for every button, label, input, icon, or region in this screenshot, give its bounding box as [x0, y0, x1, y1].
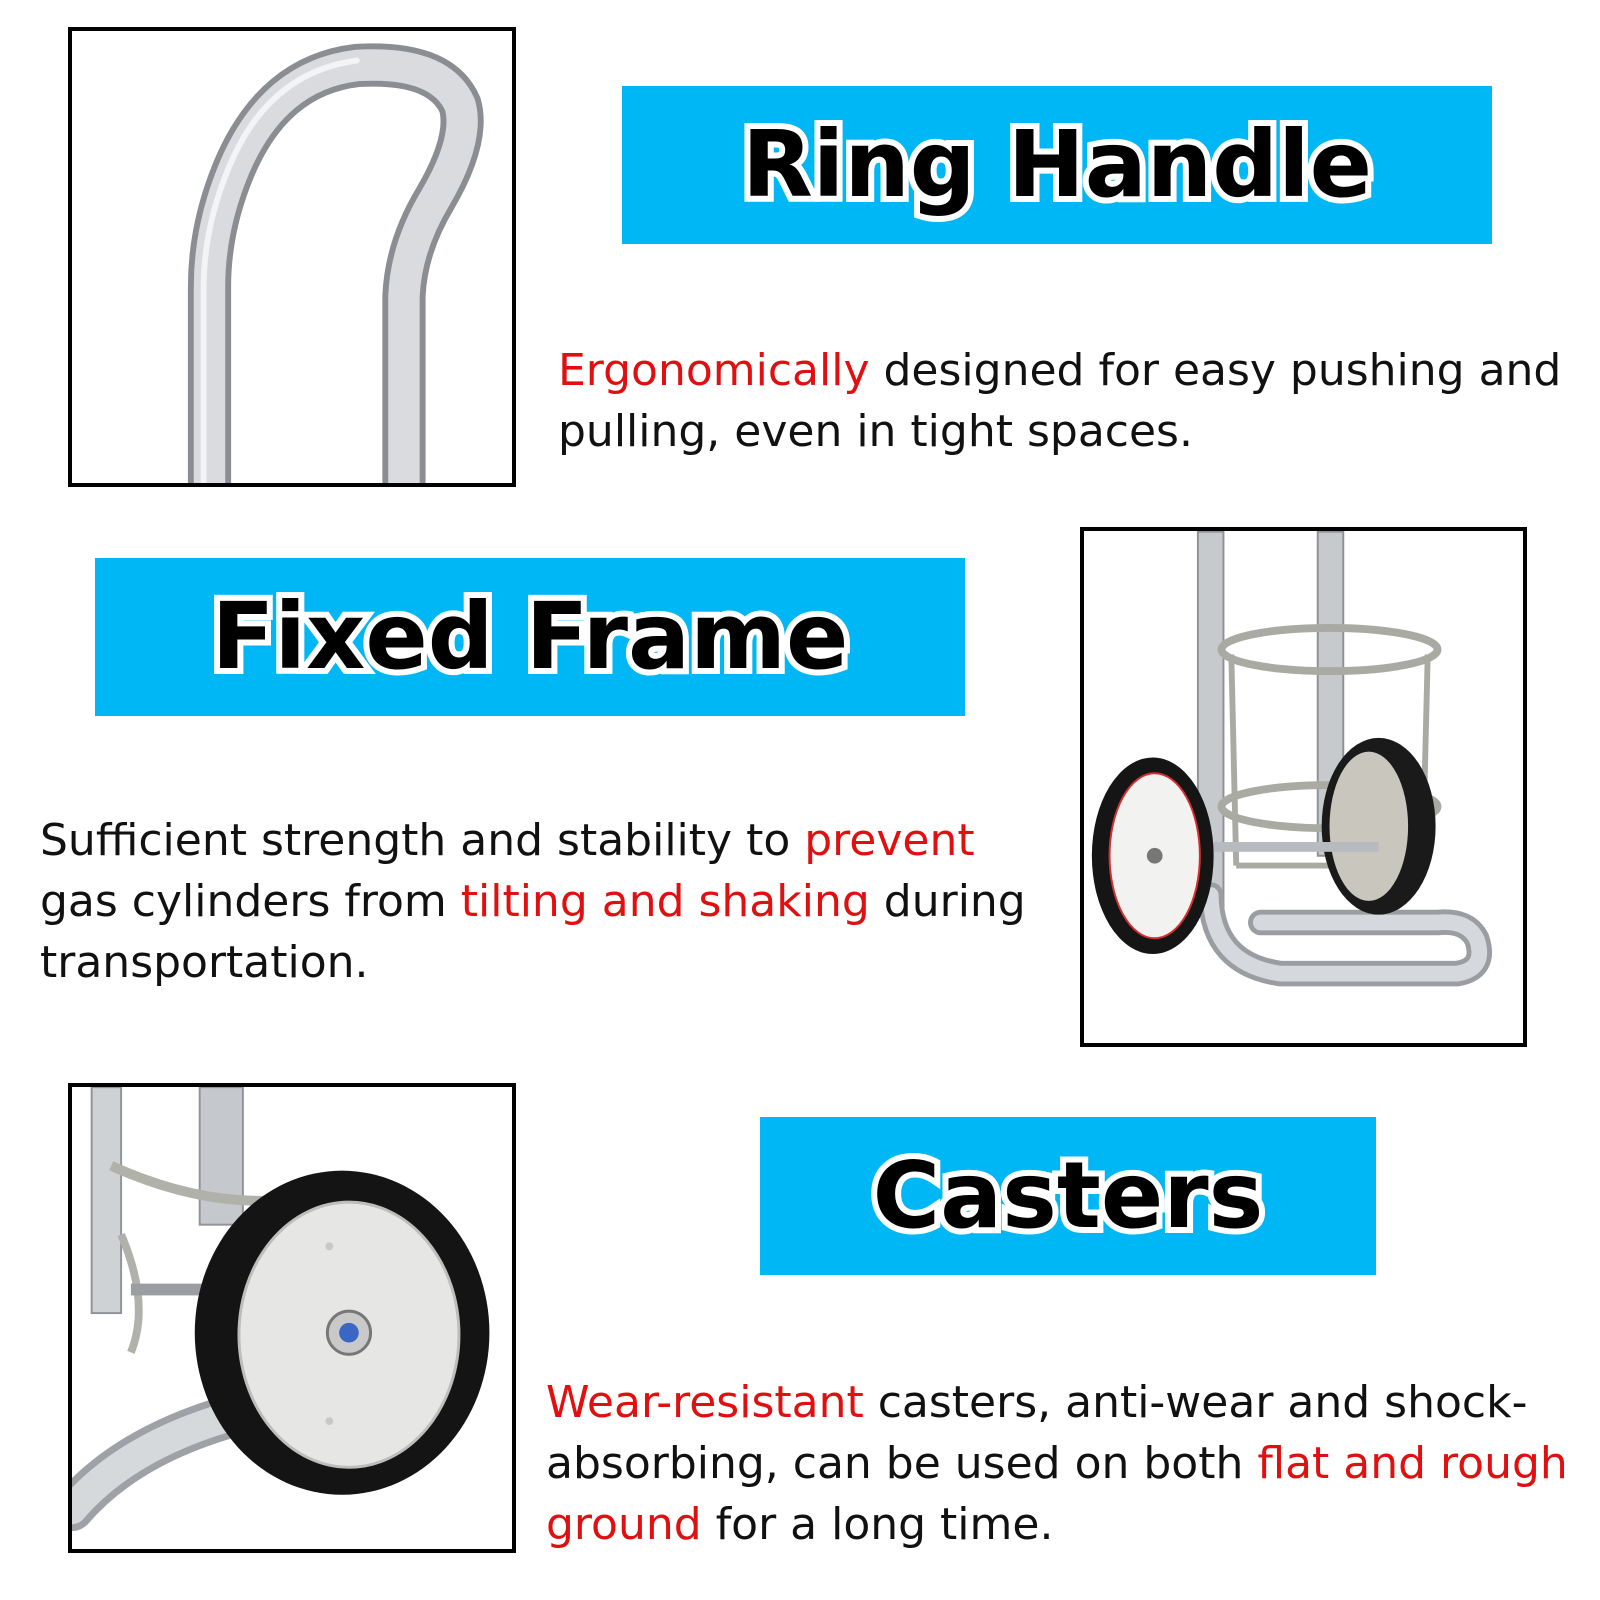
- desc-segment: during transportation.: [40, 876, 1026, 988]
- fixed-frame-title: Fixed Frame: [206, 583, 855, 690]
- fixed-frame-photo: [1080, 527, 1527, 1047]
- caster-wheel-illustration: [72, 1087, 490, 1532]
- fixed-frame-banner: Fixed Frame: [95, 558, 965, 716]
- desc-segment: flat and rough ground: [546, 1438, 1568, 1550]
- fixed-frame-description: Sufficient strength and stability to pre…: [40, 810, 1060, 993]
- ring-handle-title: Ring Handle: [736, 111, 1378, 218]
- ring-handle-banner: Ring Handle: [622, 86, 1492, 244]
- desc-segment: casters, anti-wear and shock-absorbing, …: [546, 1377, 1528, 1489]
- cylinder-cart-illustration: [1091, 531, 1493, 987]
- ring-handle-description: Ergonomically designed for easy pushing …: [558, 340, 1578, 462]
- desc-segment: Ergonomically: [558, 345, 870, 396]
- desc-segment: tilting and shaking: [460, 876, 870, 927]
- casters-photo: [68, 1083, 516, 1553]
- desc-segment: designed for easy pushing and pulling, e…: [558, 345, 1562, 457]
- casters-banner: Casters: [760, 1117, 1376, 1275]
- desc-segment: gas cylinders from: [40, 876, 461, 927]
- casters-title: Casters: [867, 1142, 1270, 1249]
- desc-segment: prevent: [804, 815, 975, 866]
- desc-segment: Sufficient strength and stability to: [40, 815, 805, 866]
- desc-segment: for a long time.: [701, 1499, 1054, 1550]
- desc-segment: Wear-resistant: [546, 1377, 864, 1428]
- casters-description: Wear-resistant casters, anti-wear and sh…: [546, 1372, 1596, 1555]
- ring-handle-photo: [68, 27, 516, 487]
- ring-handle-illustration: [187, 43, 484, 483]
